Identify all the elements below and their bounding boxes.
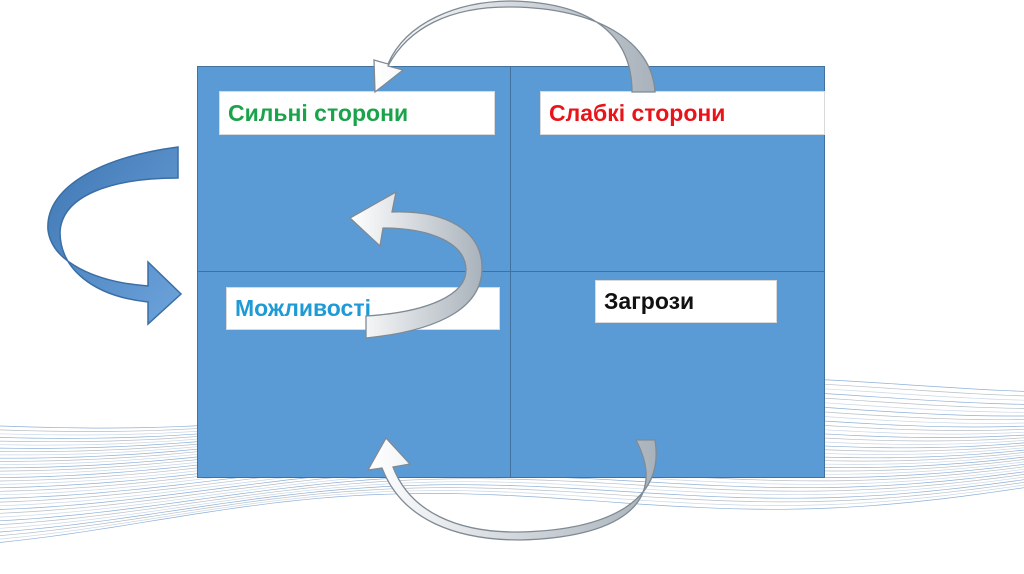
opportunities-label: Можливості <box>235 295 371 321</box>
opportunities-label-box: Можливості <box>226 287 500 330</box>
weaknesses-label: Слабкі сторони <box>549 99 726 126</box>
weaknesses-label-box: Слабкі сторони <box>540 91 825 135</box>
strengths-label-box: Сильні сторони <box>219 91 495 135</box>
wave-line <box>0 484 1024 540</box>
threats-label: Загрози <box>604 288 695 314</box>
threats-label-box: Загрози <box>595 280 777 323</box>
strengths-label: Сильні сторони <box>228 99 409 126</box>
